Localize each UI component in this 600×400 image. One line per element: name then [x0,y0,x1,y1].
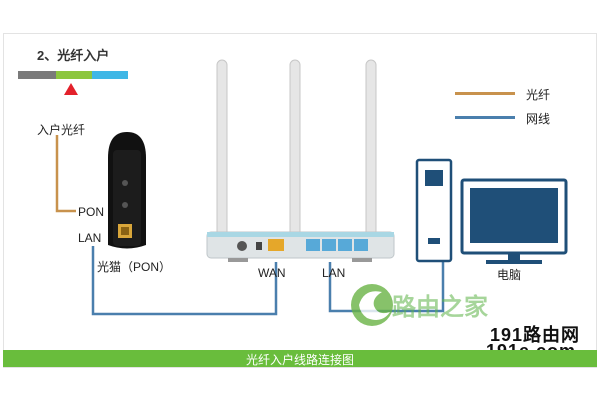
position-marker-icon [64,83,78,95]
fiber-cable [55,135,76,213]
watermark-site-name: 191路由网 [490,325,581,345]
network-cable-modem-to-wan [91,246,278,316]
color-bar [18,71,128,79]
pon-port-label: PON [78,205,105,219]
watermark-logo-icon [351,284,393,326]
router-lan-label: LAN [322,266,346,280]
caption-bar: 光纤入户线路连接图 [3,350,597,367]
monitor-icon [460,178,568,264]
router-icon [206,231,395,262]
section-title: 2、光纤入户 [37,48,110,63]
pc-label: 电脑 [497,268,522,282]
router-antennas [216,59,377,241]
color-bar-blue [92,71,128,79]
fiber-in-label: 入户光纤 [37,123,86,137]
color-bar-gray [18,71,56,79]
legend-fiber-line [455,92,515,95]
modem-label: 光猫（PON） [97,260,172,274]
legend-network-line [455,116,515,119]
color-bar-green [56,71,92,79]
diagram-caption: 光纤入户线路连接图 [245,353,354,367]
legend-network-label: 网线 [526,112,551,126]
modem-lan-port-label: LAN [78,231,102,245]
optical-modem-icon [108,132,146,249]
pc-tower-icon [415,158,453,263]
router-wan-label: WAN [258,266,286,280]
legend-fiber-label: 光纤 [526,88,551,102]
watermark-text: 路由之家 [392,294,488,321]
